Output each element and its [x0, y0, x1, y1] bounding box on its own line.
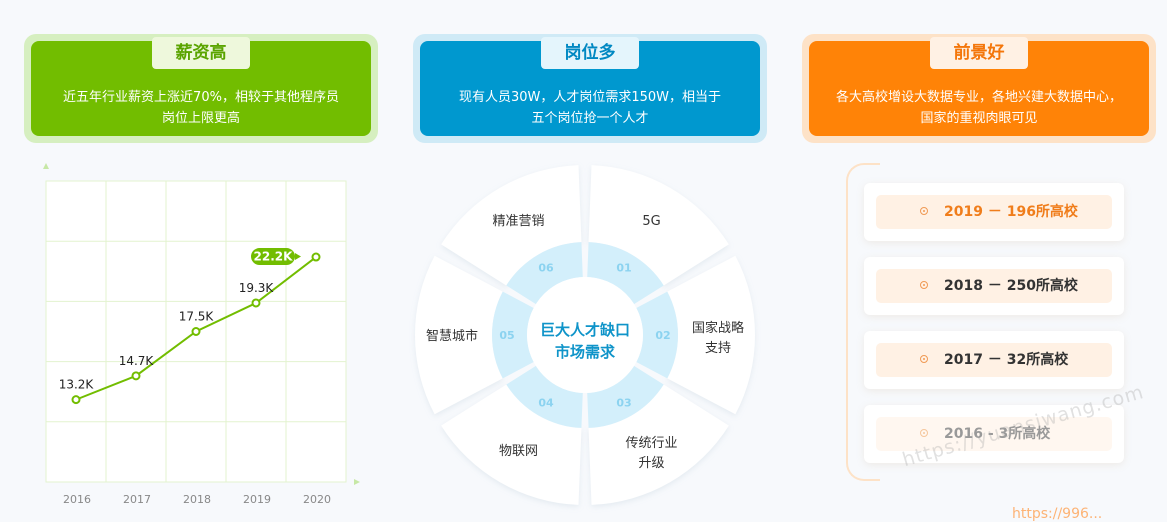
timeline-pill: 2019 － 196所高校 — [876, 195, 1112, 229]
timeline-pill: 2018 － 250所高校 — [876, 269, 1112, 303]
data-label: 13.2K — [59, 378, 95, 392]
segment-label-line2: 升级 — [638, 456, 664, 471]
watermark-link: https://996... — [1012, 506, 1103, 522]
data-point — [71, 395, 81, 405]
ring-inner-band — [636, 291, 678, 379]
prospect-card-desc: 各大高校增设大数据专业，各地兴建大数据中心， 国家的重视肉眼可见 — [825, 87, 1133, 129]
salary-card-line2: 岗位上限更高 — [161, 111, 240, 126]
timeline-text: 2018 － 250所高校 — [944, 278, 1078, 294]
jobs-card-desc: 现有人员30W，人才岗位需求150W，相当于 五个岗位抢一个人才 — [436, 87, 744, 129]
ring-center — [527, 277, 643, 393]
timeline-text: 2019 － 196所高校 — [944, 204, 1078, 220]
segment-number: 01 — [616, 261, 631, 274]
segment-number: 05 — [499, 329, 514, 342]
x-axis-arrow-icon — [354, 479, 360, 485]
timeline-pill: 2016 - 3所高校 — [876, 417, 1112, 451]
ring-inner-band — [506, 242, 583, 305]
x-tick-label: 2017 — [123, 493, 151, 506]
data-label: 17.5K — [179, 310, 215, 324]
ring-segment — [667, 255, 755, 415]
data-point — [191, 327, 201, 336]
segment-label: 国家战略 — [692, 320, 744, 336]
ring-inner-band — [587, 365, 664, 428]
data-point — [251, 298, 261, 308]
salary-card-title: 薪资高 — [152, 37, 250, 69]
ring-segment — [588, 384, 729, 505]
jobs-card-body: 岗位多 现有人员30W，人才岗位需求150W，相当于 五个岗位抢一个人才 — [420, 37, 760, 136]
timeline-text: 2016 - 3所高校 — [944, 426, 1051, 442]
prospect-card: 前景好 各大高校增设大数据专业，各地兴建大数据中心， 国家的重视肉眼可见 — [802, 34, 1156, 143]
jobs-card-line2: 五个岗位抢一个人才 — [531, 111, 649, 126]
timeline-item-2017: 2017 － 32所高校 — [864, 331, 1124, 389]
plot-border — [45, 180, 347, 483]
segment-number: 03 — [616, 397, 631, 410]
timeline-item-2016: 2016 - 3所高校 — [864, 405, 1124, 463]
salary-card-desc: 近五年行业薪资上涨近70%，相较于其他程序员 岗位上限更高 — [47, 87, 355, 129]
segment-label: 5G — [642, 214, 660, 229]
prospect-card-title: 前景好 — [930, 37, 1028, 69]
segment-label: 传统行业 — [625, 436, 677, 451]
jobs-card-title: 岗位多 — [541, 37, 639, 69]
salary-card: 薪资高 近五年行业薪资上涨近70%，相较于其他程序员 岗位上限更高 — [24, 34, 378, 143]
ring-inner-band — [506, 365, 583, 428]
segment-label: 物联网 — [499, 444, 538, 459]
ring-center-line1: 巨大人才缺口 — [540, 321, 630, 339]
target-dot-icon — [920, 355, 928, 363]
ring-segment — [588, 165, 729, 286]
target-dot-icon — [920, 281, 928, 289]
salary-card-body: 薪资高 近五年行业薪资上涨近70%，相较于其他程序员 岗位上限更高 — [31, 37, 371, 136]
segment-label: 精准营销 — [492, 214, 544, 229]
data-point — [311, 252, 321, 262]
segment-number: 02 — [655, 329, 670, 342]
timeline-text: 2017 － 32所高校 — [944, 352, 1069, 368]
timeline-pill: 2017 － 32所高校 — [876, 343, 1112, 377]
salary-line-chart: 2016 2017 2018 2019 2020 13.2K 14.7K 17.5K 19.3K… — [43, 163, 360, 506]
x-tick-label: 2020 — [303, 493, 331, 506]
timeline-item-2018: 2018 － 250所高校 — [864, 257, 1124, 315]
segment-label: 智慧城市 — [426, 328, 478, 344]
x-tick-label: 2018 — [183, 493, 211, 506]
ring-inner-band — [492, 291, 534, 379]
segment-number: 04 — [538, 397, 554, 410]
timeline-item-2019: 2019 － 196所高校 — [864, 183, 1124, 241]
x-tick-label: 2019 — [243, 493, 271, 506]
ring-segment — [415, 255, 503, 415]
prospect-card-line1: 各大高校增设大数据专业，各地兴建大数据中心， — [835, 90, 1122, 105]
x-tick-label: 2016 — [63, 493, 91, 506]
salary-card-line1: 近五年行业薪资上涨近70%，相较于其他程序员 — [63, 90, 339, 105]
y-axis-arrow-icon — [43, 163, 49, 169]
target-dot-icon — [920, 207, 928, 215]
ring-center-line2: 市场需求 — [555, 343, 616, 361]
data-label: 19.3K — [239, 281, 275, 295]
badge-pointer-icon — [295, 253, 301, 261]
segment-number: 06 — [538, 261, 554, 274]
prospect-card-body: 前景好 各大高校增设大数据专业，各地兴建大数据中心， 国家的重视肉眼可见 — [809, 37, 1149, 136]
jobs-card-line1: 现有人员30W，人才岗位需求150W，相当于 — [458, 90, 722, 105]
ring-inner-band — [587, 242, 664, 305]
highlight-badge — [251, 248, 295, 266]
jobs-card: 岗位多 现有人员30W，人才岗位需求150W，相当于 五个岗位抢一个人才 — [413, 34, 767, 143]
data-point — [131, 371, 141, 381]
target-dot-icon — [920, 429, 928, 437]
ring-segment — [441, 384, 582, 505]
chart-grid — [46, 181, 346, 482]
segment-label-line2: 支持 — [705, 341, 731, 356]
timeline-track — [846, 163, 880, 481]
ring-segment — [441, 165, 582, 286]
data-label: 14.7K — [119, 354, 155, 368]
data-label-highlight: 22.2K — [254, 250, 294, 264]
prospect-card-line2: 国家的重视肉眼可见 — [920, 111, 1038, 126]
